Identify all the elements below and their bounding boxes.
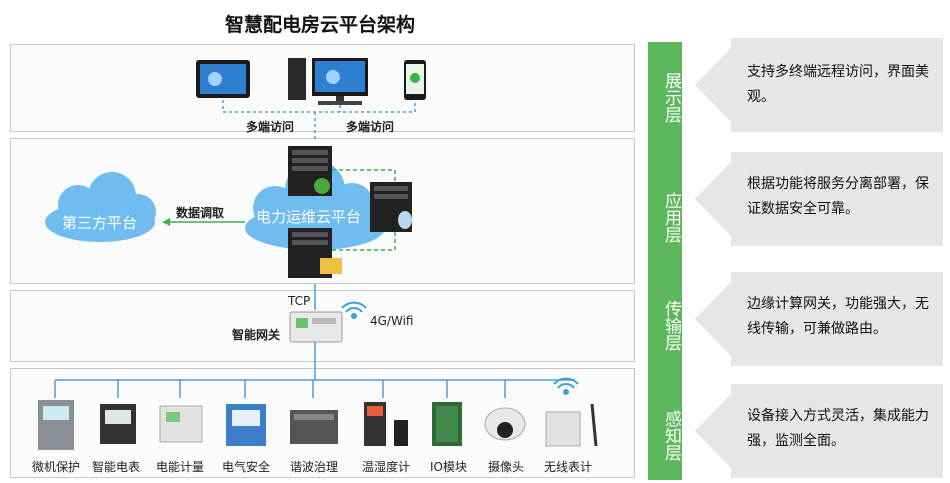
server-icon — [370, 182, 412, 232]
device-label: 智能电表 — [92, 460, 141, 474]
device-label: 无线表计 — [544, 460, 593, 474]
gateway-label: 智能网关 — [232, 328, 281, 342]
cloud-platform-label: 电力运维云平台 — [256, 208, 362, 226]
access-label-left: 多端访问 — [246, 120, 295, 134]
server-link — [332, 169, 396, 182]
left-arrow-shape — [695, 38, 943, 132]
layer-label-transport: 传输层 — [661, 299, 681, 351]
desc-box-transport: 边缘计算网关，功能强大，无线传输，可兼做路由。 — [695, 272, 943, 366]
desc-text: 支持多终端远程访问，界面美观。 — [747, 64, 929, 105]
phone-icon — [404, 60, 426, 100]
server-link — [332, 232, 396, 251]
energy-meter-icon — [159, 405, 203, 443]
wireless-label: 4G/Wifi — [370, 314, 414, 328]
gateway-icon — [289, 311, 343, 343]
left-arrow-shape — [695, 384, 943, 478]
third-party-label: 第三方平台 — [62, 214, 138, 232]
device-label: 谐波治理 — [290, 460, 339, 474]
device-label: 摄像头 — [488, 460, 525, 474]
layer-label-display: 展示层 — [661, 71, 681, 123]
bus-drops — [54, 380, 506, 398]
desktop-computer-icon — [288, 58, 368, 105]
device-label: 温湿度计 — [362, 460, 411, 474]
server-icon — [288, 228, 342, 278]
desc-text: 设备接入方式灵活，集成能力强，监测全面。 — [747, 408, 929, 449]
desc-box-application: 根据功能将服务分离部署，保证数据安全可靠。 — [695, 152, 943, 246]
tablet-icon — [196, 60, 250, 98]
layer-label-application: 应用层 — [661, 191, 681, 243]
layer-bar — [648, 42, 682, 480]
desc-text: 边缘计算网关，功能强大，无线传输，可兼做路由。 — [747, 296, 929, 337]
left-arrow-shape — [695, 152, 943, 246]
architecture-diagram — [38, 58, 598, 450]
smart-meter-icon — [100, 404, 136, 444]
device-label: 电气安全 — [222, 460, 271, 474]
globe-icon — [314, 178, 330, 194]
wifi-icon — [553, 377, 579, 395]
device-label: 微机保护 — [32, 460, 81, 474]
wifi-icon — [341, 301, 367, 319]
wireless-meter-icon — [545, 403, 598, 447]
desc-text: 根据功能将服务分离部署，保证数据安全可靠。 — [747, 176, 929, 217]
layer-label-perception: 感知层 — [661, 409, 681, 461]
thermo-hygrometer-icon — [364, 402, 408, 446]
device-label: 电能计量 — [156, 460, 205, 474]
data-call-label: 数据调取 — [176, 206, 225, 220]
microcomputer-protection-icon — [38, 400, 74, 450]
io-module-icon — [432, 402, 462, 446]
access-label-right: 多端访问 — [346, 120, 395, 134]
harmonic-control-icon — [290, 410, 338, 444]
diagram-title: 智慧配电房云平台架构 — [224, 14, 415, 36]
device-label: IO模块 — [430, 460, 467, 474]
third-party-cloud — [45, 172, 156, 242]
desc-box-perception: 设备接入方式灵活，集成能力强，监测全面。 — [695, 384, 943, 478]
electrical-safety-icon — [226, 404, 266, 446]
tcp-label: TCP — [288, 294, 311, 308]
camera-icon — [484, 407, 526, 441]
access-line — [222, 100, 416, 113]
desc-box-display: 支持多终端远程访问，界面美观。 — [695, 38, 943, 132]
left-arrow-shape — [695, 272, 943, 366]
